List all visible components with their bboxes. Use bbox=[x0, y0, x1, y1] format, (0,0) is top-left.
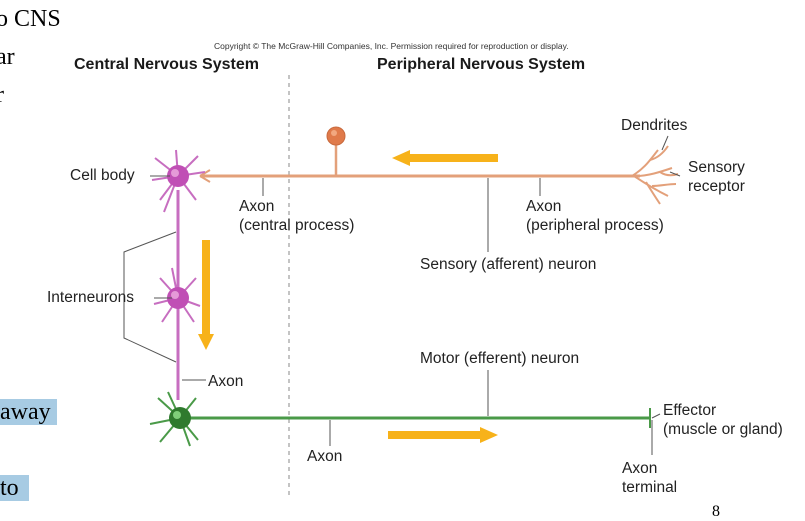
label-axon-central-line2: (central process) bbox=[239, 217, 355, 234]
label-interneurons: Interneurons bbox=[47, 289, 135, 306]
interneuron bbox=[151, 149, 206, 400]
slide-text-fragment-5: to bbox=[0, 475, 29, 501]
copyright-notice: Copyright © The McGraw-Hill Companies, I… bbox=[214, 41, 569, 51]
slide-text-fragment-4: away bbox=[0, 399, 57, 425]
label-sensory-receptor-line2: receptor bbox=[688, 178, 745, 195]
leader-lines bbox=[150, 135, 681, 455]
label-motor-neuron: Motor (efferent) neuron bbox=[420, 350, 580, 367]
sensory-direction-arrow bbox=[392, 150, 498, 166]
label-effector-line1: Effector bbox=[663, 402, 717, 419]
label-cell-body: Cell body bbox=[70, 167, 135, 184]
label-axon-terminal-line2: terminal bbox=[622, 479, 678, 496]
slide-text-fragment-2: ar bbox=[0, 44, 15, 70]
sensory-cell-body bbox=[326, 126, 346, 146]
sensory-interneuron-cell-body bbox=[167, 165, 189, 187]
page-number: 8 bbox=[712, 503, 720, 520]
label-axon-motor: Axon bbox=[307, 448, 343, 465]
label-sensory-neuron: Sensory (afferent) neuron bbox=[420, 256, 597, 273]
interneuron-direction-arrow bbox=[198, 240, 214, 350]
interneurons-bracket bbox=[123, 231, 177, 363]
label-axon-peripheral-line1: Axon bbox=[526, 198, 562, 215]
dendrites bbox=[631, 145, 679, 205]
label-axon-central-line1: Axon bbox=[239, 198, 275, 215]
label-axon-peripheral-line2: (peripheral process) bbox=[526, 217, 664, 234]
label-effector-line2: (muscle or gland) bbox=[663, 421, 783, 438]
label-axon-terminal-line1: Axon bbox=[622, 460, 658, 477]
motor-direction-arrow bbox=[388, 427, 498, 443]
sensory-neuron bbox=[199, 126, 679, 205]
pns-header: Peripheral Nervous System bbox=[377, 56, 586, 73]
label-dendrites: Dendrites bbox=[621, 117, 688, 134]
cns-header: Central Nervous System bbox=[74, 56, 259, 73]
motor-cell-body bbox=[169, 407, 191, 429]
label-axon-interneuron: Axon bbox=[208, 373, 244, 390]
slide-text-fragment-3: r bbox=[0, 82, 4, 108]
direction-arrows bbox=[198, 150, 498, 443]
motor-neuron bbox=[149, 391, 651, 447]
slide-text-fragment-1: o CNS bbox=[0, 6, 61, 32]
label-sensory-receptor-line1: Sensory bbox=[688, 159, 745, 176]
